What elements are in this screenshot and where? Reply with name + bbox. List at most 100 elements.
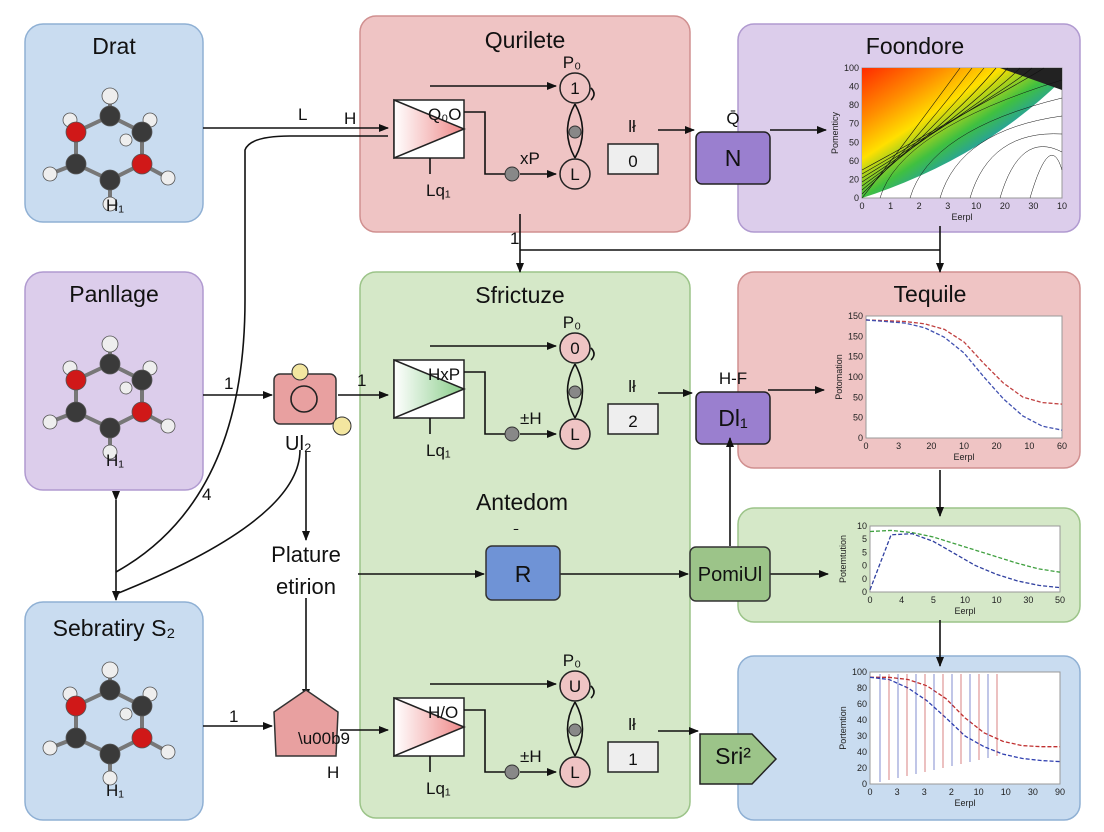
y-axis-label: Potemtution [838,535,848,583]
atom [131,153,153,175]
panel-title: Panllage [69,281,159,307]
module-title: Qurilete [485,27,566,53]
heatmap-foondore [861,67,1063,199]
r-block: R ̄ [485,529,561,601]
x-tick-label: 2 [917,201,922,211]
input-label-1: HxP [428,365,460,384]
atom [42,414,58,430]
p-label: P₀ [563,651,581,670]
x-tick-label: 2 [949,787,954,797]
y-tick-label: 20 [849,174,859,184]
panel-title: Tequile [894,281,967,307]
node-circle-top [559,72,591,104]
y-axis-label: Potomation [834,354,844,400]
y-tick-label: 20 [857,763,867,773]
series-line-0 [869,529,1061,573]
value-box [607,403,659,435]
atom [65,727,87,749]
contour-line [879,79,1063,199]
value-box [607,741,659,773]
atom [102,770,118,786]
node-top-label: 0 [570,339,579,358]
module-title-antedom: Antedom [476,489,568,515]
x-tick-label: 30 [1028,787,1038,797]
module-panel-qurilete: Qurilete [359,15,691,233]
output-block-label: Sri² [715,743,751,769]
y-tick-label: 100 [852,667,867,677]
value-text: 1 [628,750,637,769]
atom [65,153,87,175]
contour-line [861,67,1033,175]
molecule-icon [42,335,176,460]
x-tick-label: 0 [867,787,872,797]
value-text: 0 [628,152,637,171]
node-circle-bottom [559,756,591,788]
x-tick-label: 90 [1055,787,1065,797]
atom [160,170,176,186]
value-caption: lł [628,715,636,734]
output-block-caption: H-F [719,369,747,388]
connector-label-l: L [298,105,307,124]
x-tick-label: 10 [959,441,969,451]
y-tick-label: 0 [858,433,863,443]
y-tick-label: 100 [848,372,863,382]
x-tick-label: 0 [863,441,868,451]
panel-title: Foondore [866,33,964,59]
pomi-block: PomiUl [689,546,771,602]
low-label: Lq₁ [426,181,451,200]
y-tick-label: 150 [848,352,863,362]
contour-line [1029,155,1063,199]
y-tick-label: 10 [857,521,867,531]
x-tick-label: 20 [1000,201,1010,211]
contour-line [969,133,1063,199]
y-tick-label: 50 [853,413,863,423]
atom [99,743,121,765]
atom [65,369,87,391]
left-panel-panllage: Panllage H₁ [24,271,204,491]
heatmap-field [1000,68,1062,90]
atom [102,196,118,212]
r-block-label: R [515,561,532,587]
atom-label: H₁ [106,196,124,215]
x-tick-label: 5 [931,595,936,605]
x-axis-label: Eerpl [953,452,974,462]
atom [160,418,176,434]
contour-line [861,67,1009,183]
contour-line [939,115,1063,199]
connector-label-1a: 1 [224,374,233,393]
node-circle-bottom [559,418,591,450]
left-panel-sebratiry: Sebratiry S₂ H₁ [24,601,204,821]
y-tick-label: 40 [849,82,859,92]
y-tick-label: 80 [857,683,867,693]
x-tick-label: 30 [1023,595,1033,605]
amplifier-triangle-icon [393,98,466,160]
node-bottom-label: L [570,763,579,782]
x-tick-label: 10 [1001,787,1011,797]
connectors [112,124,944,735]
contour-line [861,67,1021,179]
junction-dot [504,426,520,442]
atom-label: H₁ [106,781,124,800]
x-tick-label: 30 [1028,201,1038,211]
connector-label-1c: 1 [510,229,519,248]
y-tick-label: 60 [857,699,867,709]
connector-label-h: H [344,109,356,128]
atom [42,166,58,182]
contour-line [861,67,997,187]
x-tick-label: 3 [896,441,901,451]
atom [131,121,153,143]
connector-label-4: 4 [202,485,211,504]
y-tick-label: 40 [857,715,867,725]
left-panel-drat: Drat H₁ [24,23,204,223]
connector-label-1b: 1 [357,371,366,390]
atom [131,369,153,391]
amplifier-triangle-icon [393,696,466,758]
x-tick-label: 20 [926,441,936,451]
contour-line [861,67,961,199]
value-caption: lł [628,377,636,396]
output-block [699,733,778,785]
